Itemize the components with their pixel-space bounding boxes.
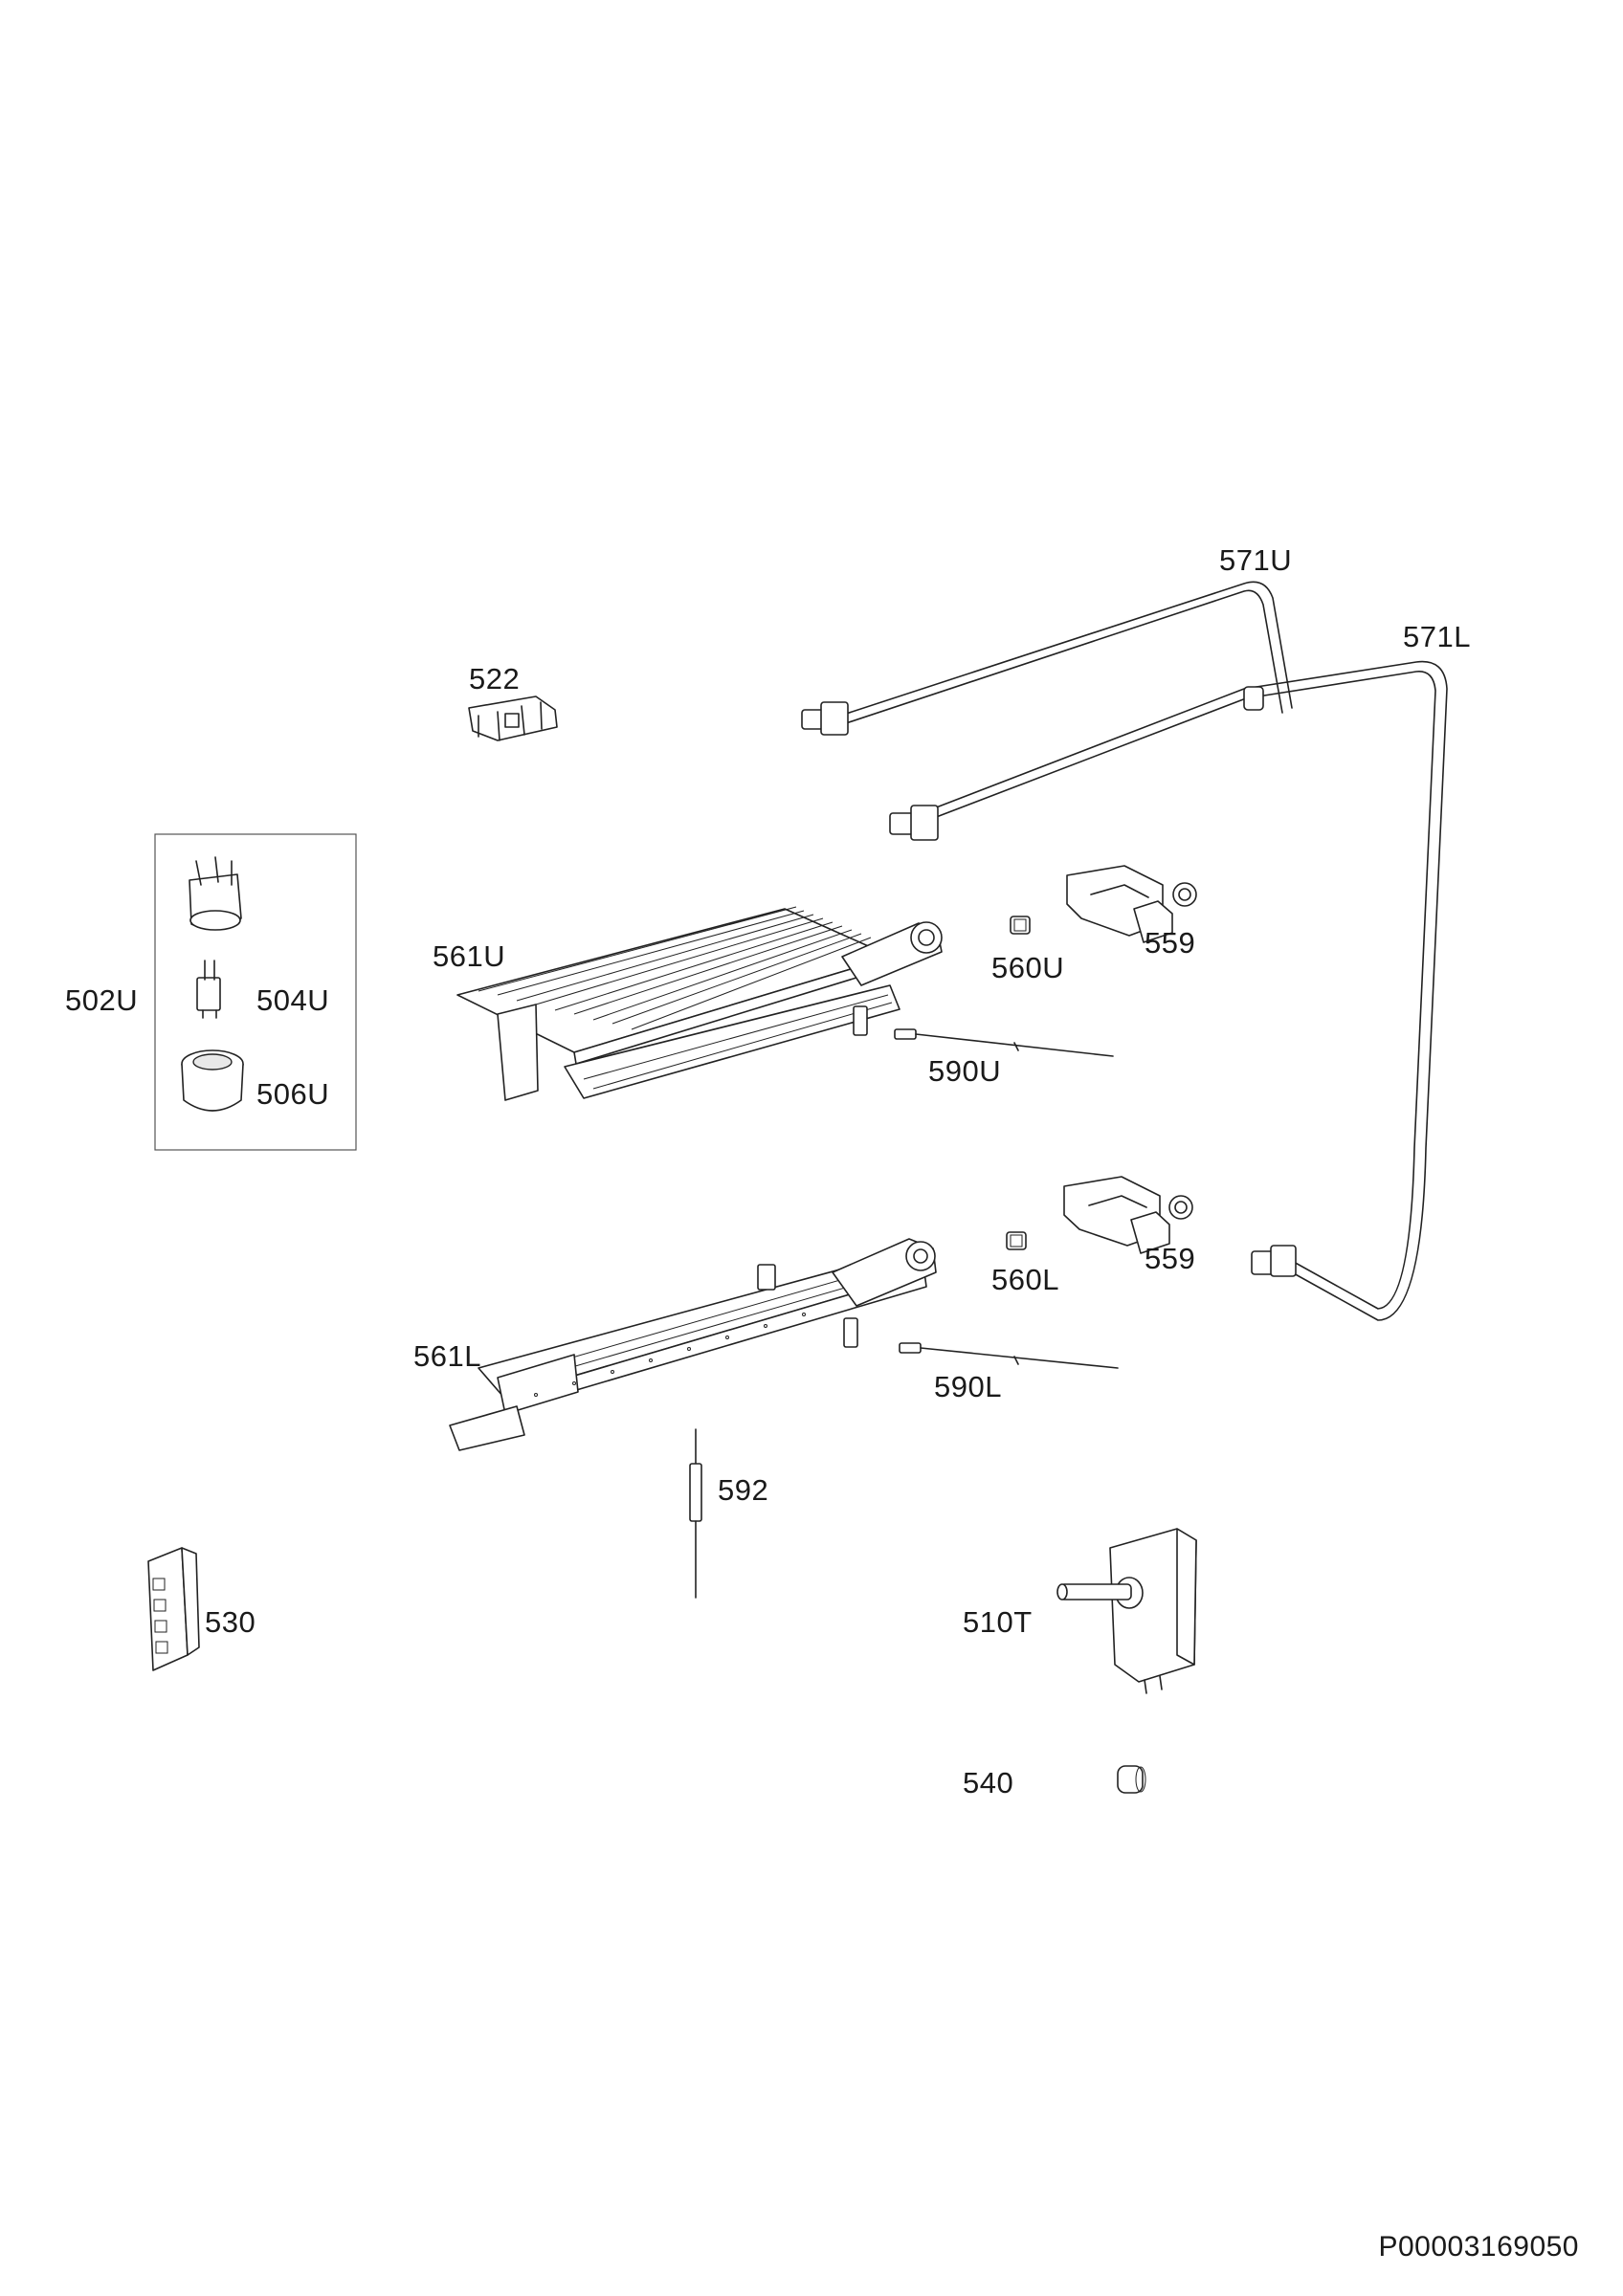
- label-560L: 560L: [991, 1263, 1059, 1296]
- label-559-upper: 559: [1145, 926, 1196, 960]
- label-522: 522: [469, 662, 521, 695]
- label-559-lower: 559: [1145, 1242, 1196, 1275]
- thermostat-510T: [1056, 1528, 1197, 1694]
- gas-pipe-571U: [801, 581, 1293, 736]
- gas-pipe-571L: [889, 660, 1448, 1321]
- injector-560U: [1010, 916, 1031, 935]
- ignition-plug-504U: [196, 960, 221, 1019]
- ignition-switch-502U: [189, 856, 242, 931]
- document-code: P00003169050: [1378, 2231, 1579, 2263]
- thermocouple-590U: [894, 1028, 1114, 1057]
- burner-561U: [456, 906, 943, 1101]
- label-506U: 506U: [256, 1077, 330, 1111]
- injector-560L: [1006, 1231, 1027, 1250]
- valve-559-upper: [1066, 865, 1197, 943]
- label-592: 592: [718, 1473, 769, 1507]
- bush-540: [1117, 1765, 1146, 1794]
- label-561U: 561U: [433, 939, 506, 973]
- label-560U: 560U: [991, 951, 1065, 984]
- label-590U: 590U: [928, 1054, 1002, 1088]
- terminal-block-530: [147, 1547, 200, 1671]
- label-530: 530: [205, 1605, 256, 1639]
- ignition-parts-group: [154, 833, 357, 1151]
- burner-561L: [449, 1238, 937, 1451]
- electrode-592: [689, 1428, 702, 1599]
- label-571U: 571U: [1219, 543, 1293, 577]
- thermocouple-590L: [899, 1342, 1119, 1369]
- clip-522: [468, 695, 558, 741]
- label-561L: 561L: [413, 1339, 481, 1373]
- knob-cap-506U: [181, 1049, 244, 1112]
- label-510T: 510T: [963, 1605, 1033, 1639]
- label-540: 540: [963, 1766, 1014, 1799]
- label-504U: 504U: [256, 983, 330, 1017]
- label-571L: 571L: [1403, 620, 1471, 653]
- valve-559-lower: [1063, 1176, 1193, 1254]
- label-590L: 590L: [934, 1370, 1002, 1403]
- label-502U: 502U: [65, 983, 139, 1017]
